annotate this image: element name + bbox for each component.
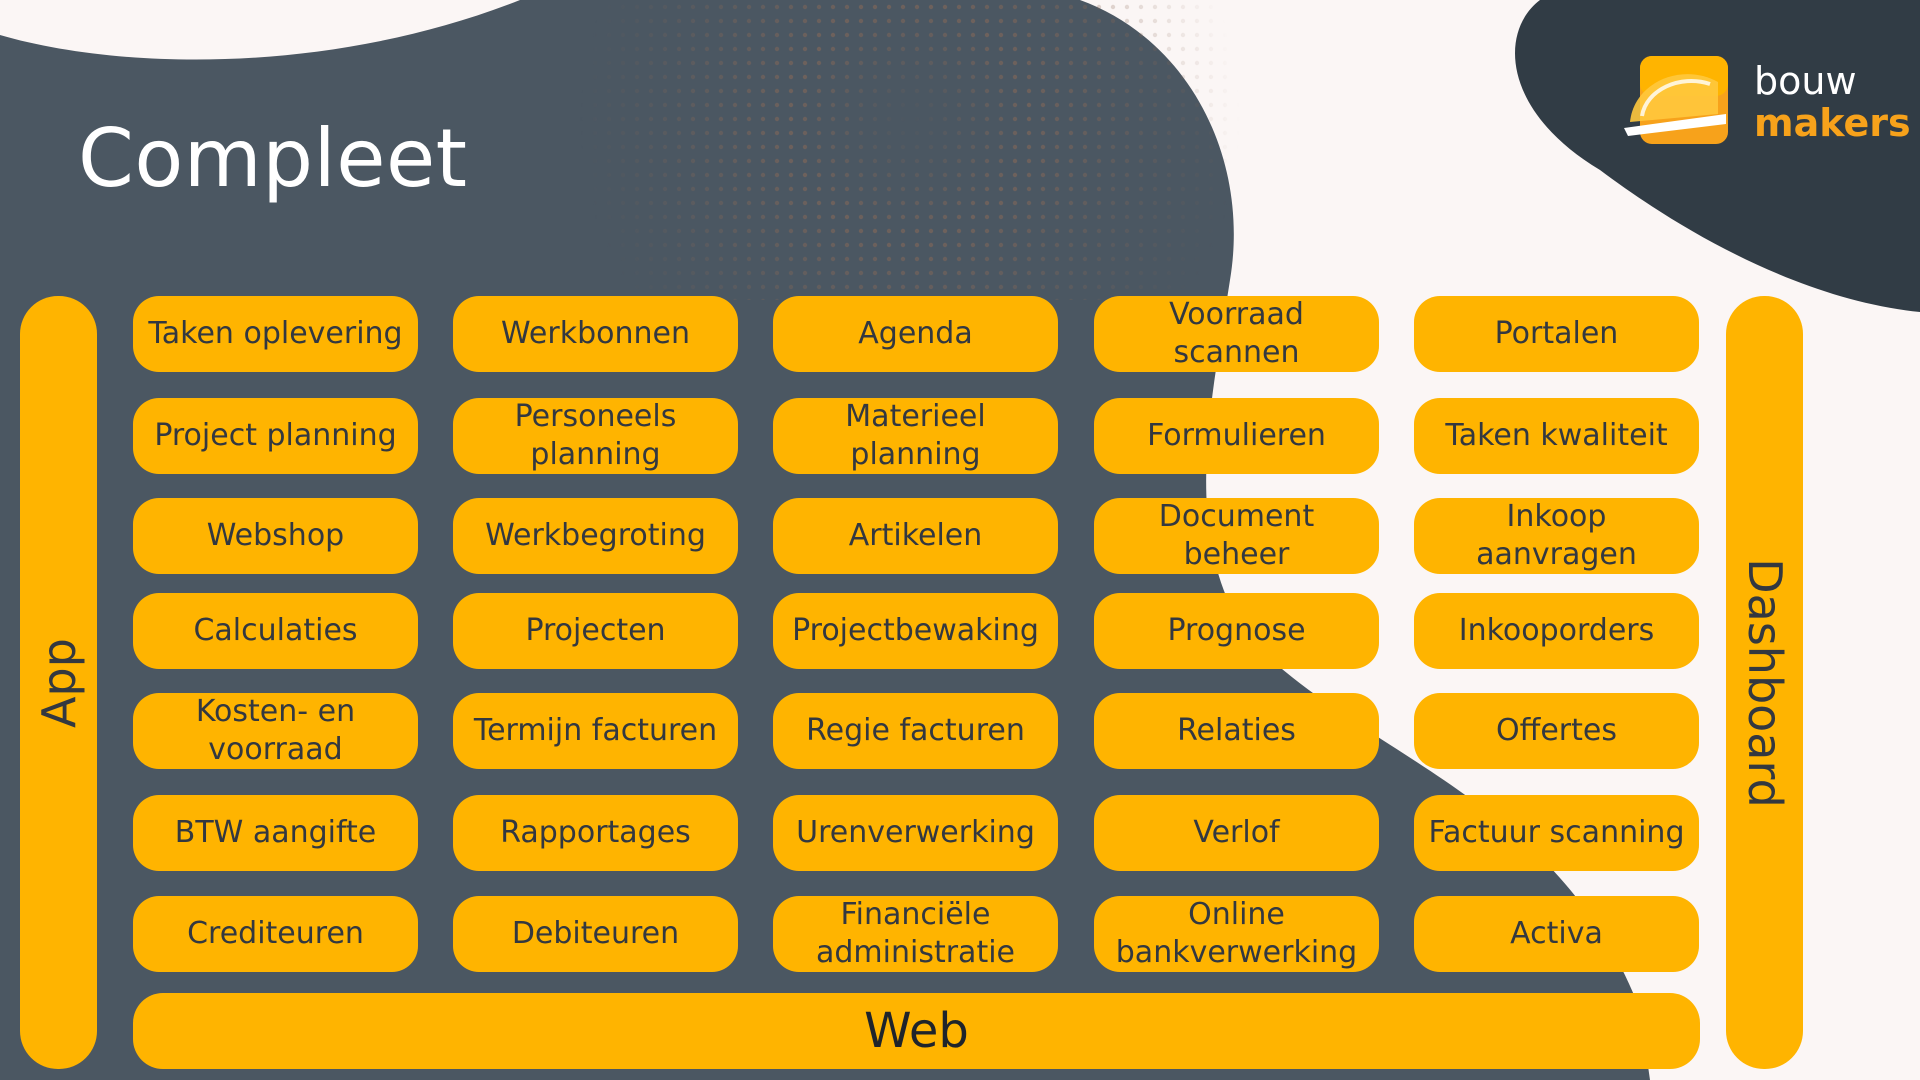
module-kosten-en-voorraad: Kosten- en voorraad	[133, 693, 418, 769]
dot-pattern	[560, 0, 1260, 300]
module-activa: Activa	[1414, 896, 1699, 972]
module-factuur-scanning: Factuur scanning	[1414, 795, 1699, 871]
module-rapportages: Rapportages	[453, 795, 738, 871]
module-btw-aangifte: BTW aangifte	[133, 795, 418, 871]
module-inkoop-aanvragen: Inkoop aanvragen	[1414, 498, 1699, 574]
logo-word-makers: makers	[1754, 101, 1911, 145]
module-projecten: Projecten	[453, 593, 738, 669]
module-artikelen: Artikelen	[773, 498, 1058, 574]
module-projectbewaking: Projectbewaking	[773, 593, 1058, 669]
module-materieel-planning: Materieel planning	[773, 398, 1058, 474]
module-calculaties: Calculaties	[133, 593, 418, 669]
module-urenverwerking: Urenverwerking	[773, 795, 1058, 871]
module-financi-le-administratie: Financiële administratie	[773, 896, 1058, 972]
module-personeels-planning: Personeels planning	[453, 398, 738, 474]
module-werkbegroting: Werkbegroting	[453, 498, 738, 574]
module-prognose: Prognose	[1094, 593, 1379, 669]
module-taken-oplevering: Taken oplevering	[133, 296, 418, 372]
module-verlof: Verlof	[1094, 795, 1379, 871]
module-agenda: Agenda	[773, 296, 1058, 372]
logo-word-bouw: bouw	[1754, 59, 1857, 103]
dashboard-label: Dashboard	[1737, 557, 1792, 808]
web-bar: Web	[133, 993, 1700, 1069]
module-formulieren: Formulieren	[1094, 398, 1379, 474]
dark-corner-shape	[1515, 0, 1920, 312]
hardhat-icon	[1624, 56, 1728, 144]
module-inkooporders: Inkooporders	[1414, 593, 1699, 669]
module-project-planning: Project planning	[133, 398, 418, 474]
app-bar: App	[20, 296, 97, 1069]
app-label: App	[31, 637, 86, 728]
module-webshop: Webshop	[133, 498, 418, 574]
page-title: Compleet	[78, 112, 468, 205]
module-termijn-facturen: Termijn facturen	[453, 693, 738, 769]
module-regie-facturen: Regie facturen	[773, 693, 1058, 769]
module-taken-kwaliteit: Taken kwaliteit	[1414, 398, 1699, 474]
module-online-bankverwerking: Online bankverwerking	[1094, 896, 1379, 972]
bouwmakers-logo: bouw makers	[1622, 52, 1911, 152]
module-portalen: Portalen	[1414, 296, 1699, 372]
module-crediteuren: Crediteuren	[133, 896, 418, 972]
module-offertes: Offertes	[1414, 693, 1699, 769]
module-debiteuren: Debiteuren	[453, 896, 738, 972]
module-voorraad-scannen: Voorraad scannen	[1094, 296, 1379, 372]
module-document-beheer: Document beheer	[1094, 498, 1379, 574]
module-werkbonnen: Werkbonnen	[453, 296, 738, 372]
module-relaties: Relaties	[1094, 693, 1379, 769]
dashboard-bar: Dashboard	[1726, 296, 1803, 1069]
